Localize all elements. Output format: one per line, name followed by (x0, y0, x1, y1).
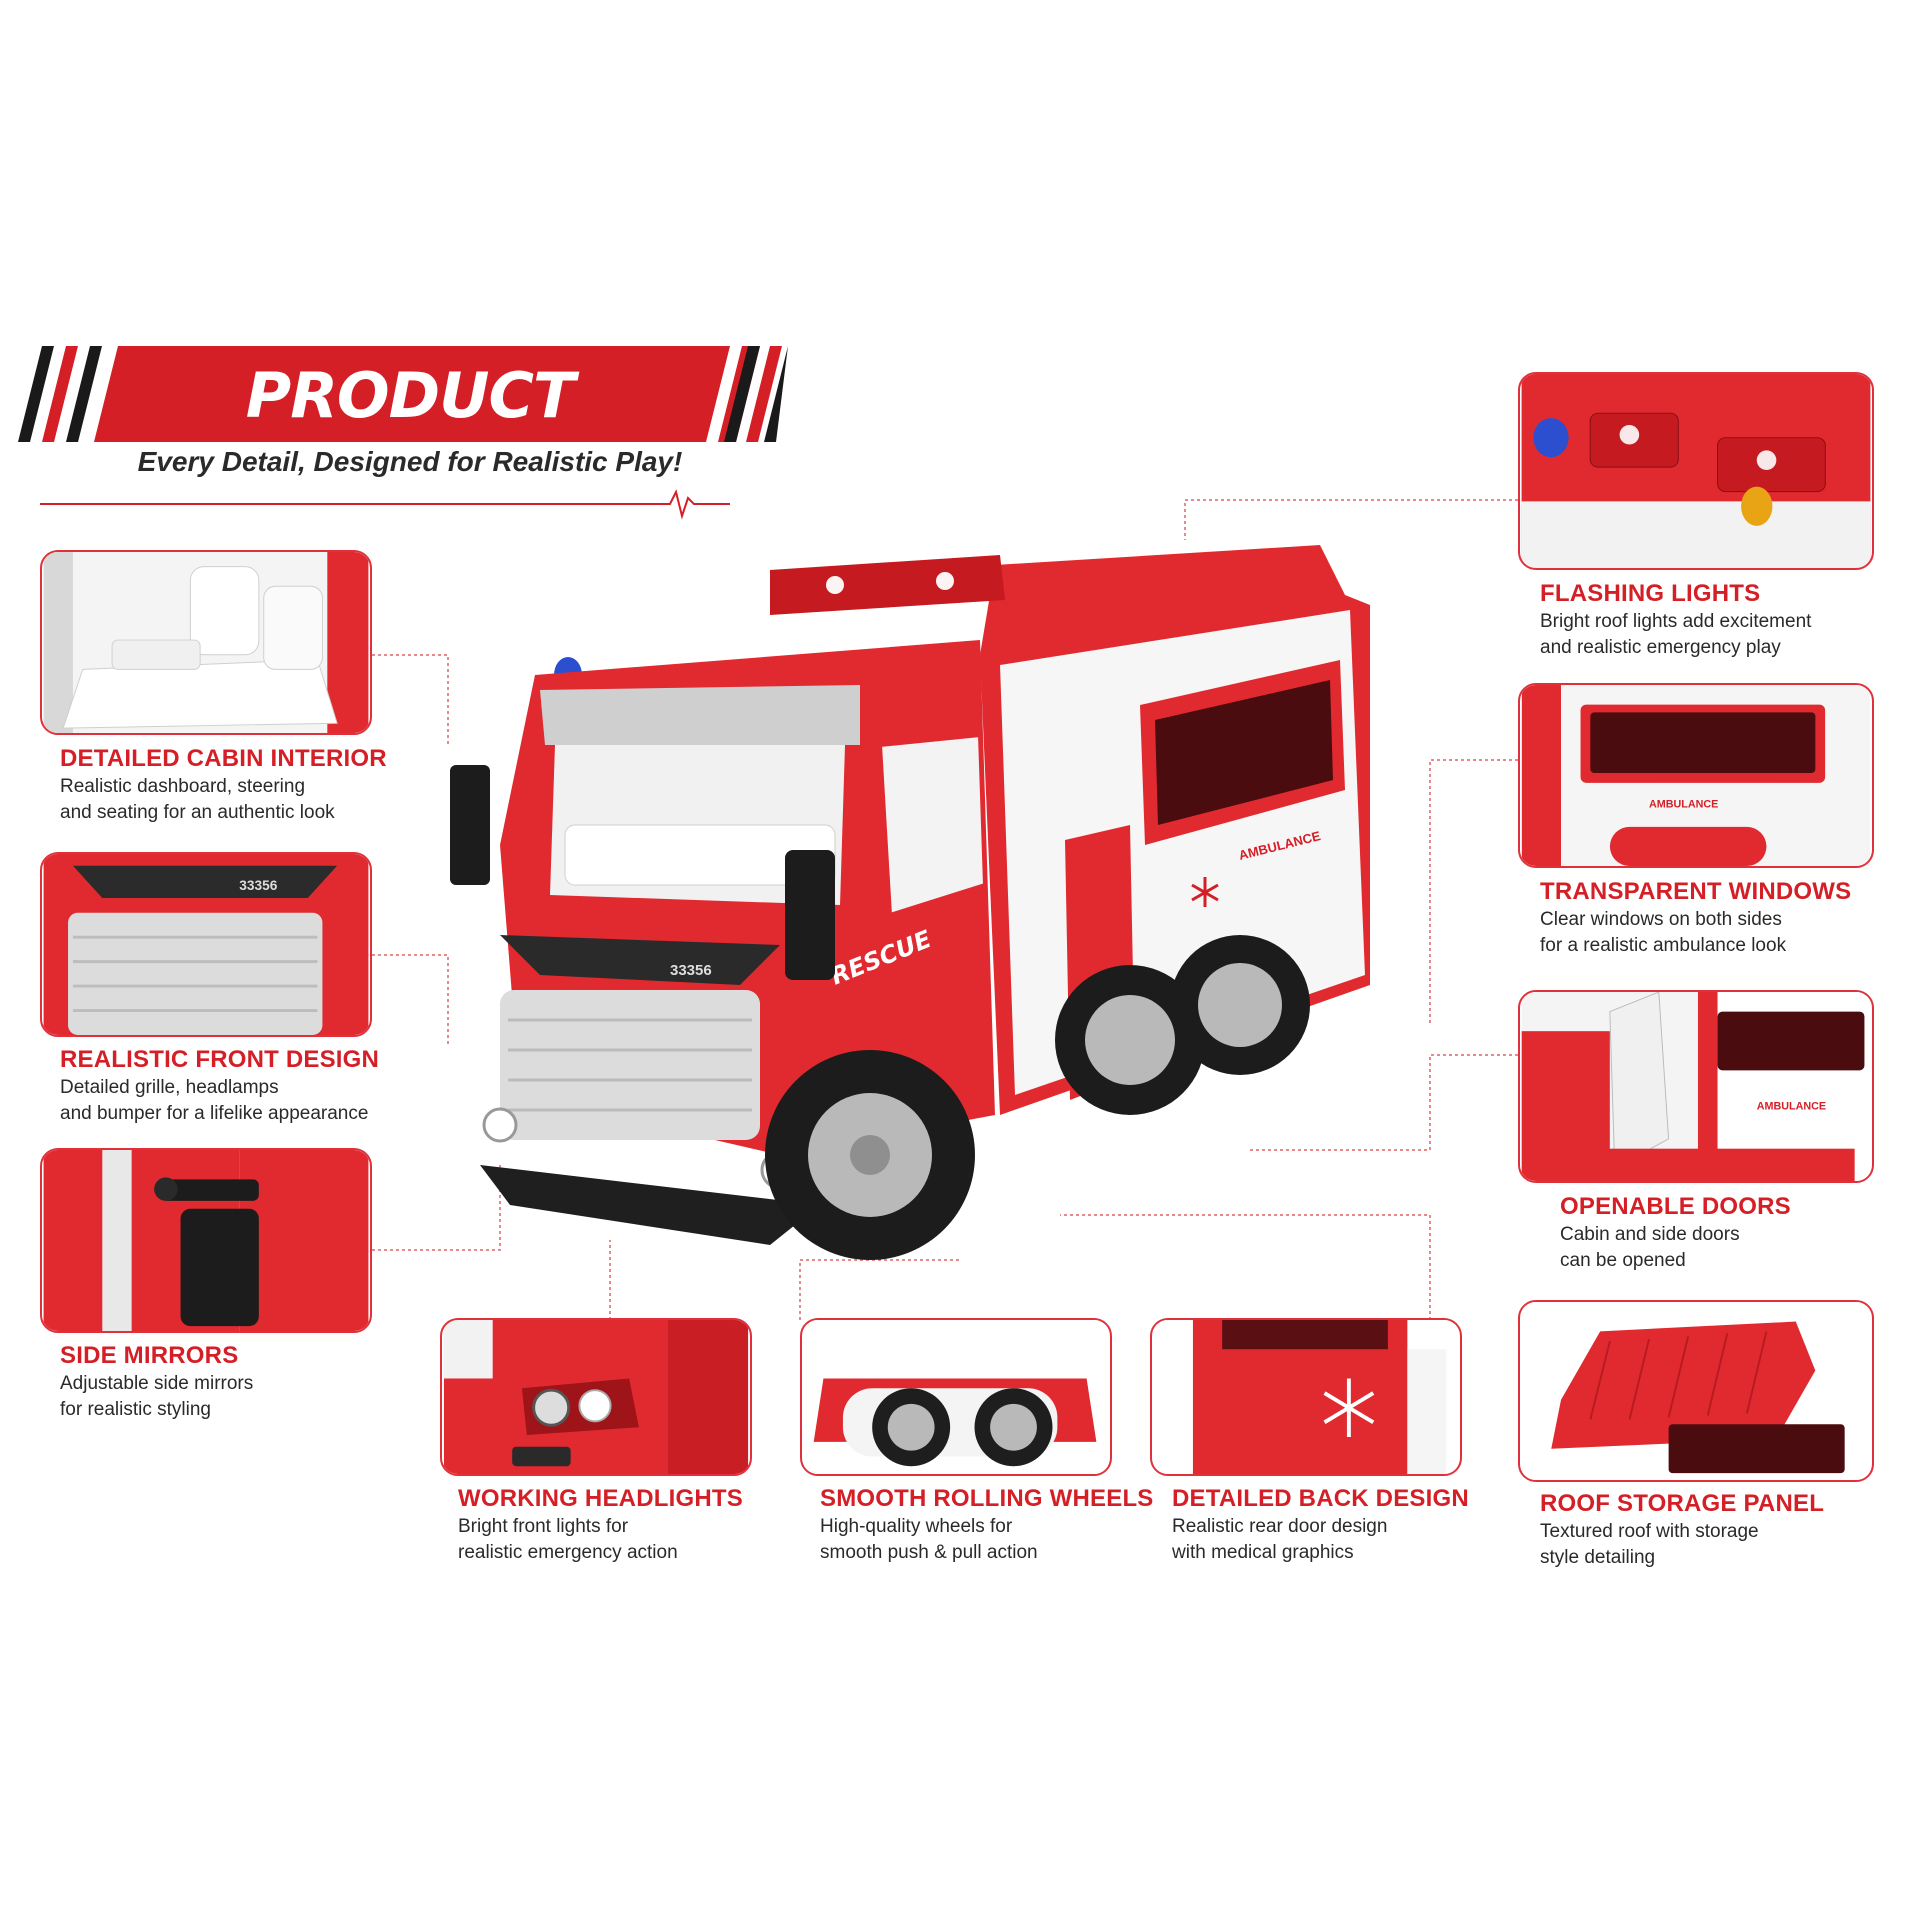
grille-badge: 33356 (670, 962, 712, 979)
feature-desc-line: smooth push & pull action (820, 1542, 1038, 1563)
thumb-cabin-interior (40, 550, 372, 735)
feature-desc-headlights: Bright front lights for realistic emerge… (458, 1514, 678, 1566)
thumb-transparent-windows: AMBULANCE (1518, 683, 1874, 868)
front-grille (500, 990, 760, 1140)
headlight-icon (443, 1320, 749, 1474)
feature-title-mirrors: SIDE MIRRORS (60, 1342, 239, 1369)
feature-desc-line: Clear windows on both sides (1540, 909, 1782, 930)
roof-panel-icon (1521, 1302, 1871, 1480)
right-mirror (785, 850, 835, 980)
svg-text:AMBULANCE: AMBULANCE (1757, 1101, 1826, 1113)
feature-title-doors: OPENABLE DOORS (1560, 1193, 1791, 1220)
wheels-icon (803, 1320, 1109, 1474)
feature-desc-line: and seating for an authentic look (60, 802, 335, 823)
feature-desc-line: High-quality wheels for (820, 1516, 1013, 1537)
feature-desc-windows: Clear windows on both sides for a realis… (1540, 907, 1786, 959)
ambulance-truck-illustration: AMBULANCE 33356 RESCUE (450, 545, 1370, 1260)
feature-desc-front: Detailed grille, headlamps and bumper fo… (60, 1075, 368, 1127)
feature-desc-line: can be opened (1560, 1250, 1686, 1271)
feature-desc-mirrors: Adjustable side mirrors for realistic st… (60, 1371, 253, 1423)
rear-wheel-2 (1170, 935, 1310, 1075)
thumb-flashing-lights (1518, 372, 1874, 570)
grille-icon: 33356 (43, 854, 369, 1035)
feature-desc-line: Realistic dashboard, steering (60, 776, 306, 797)
heartbeat-line (40, 489, 730, 520)
page-title: PRODUCT DETAILING (230, 359, 591, 512)
feature-desc-line: Cabin and side doors (1560, 1224, 1740, 1245)
star-of-life-icon (1323, 1378, 1375, 1437)
page-subtitle: Every Detail, Designed for Realistic Pla… (137, 446, 683, 477)
feature-desc-line: and bumper for a lifelike appearance (60, 1103, 369, 1124)
thumb-back-design (1150, 1318, 1462, 1476)
feature-desc-line: Detailed grille, headlamps (60, 1077, 279, 1098)
open-door-icon: AMBULANCE (1521, 992, 1871, 1181)
feature-title-back: DETAILED BACK DESIGN (1172, 1485, 1469, 1512)
feature-desc-line: Textured roof with storage (1540, 1521, 1759, 1542)
feature-desc-line: for realistic styling (60, 1399, 211, 1420)
feature-title-windows: TRANSPARENT WINDOWS (1540, 878, 1852, 905)
back-door-icon (1153, 1320, 1459, 1474)
feature-desc-cabin: Realistic dashboard, steering and seatin… (60, 774, 335, 826)
thumb-openable-doors: AMBULANCE (1518, 990, 1874, 1183)
thumb-roof-storage (1518, 1300, 1874, 1482)
windows-icon: AMBULANCE (1521, 685, 1871, 866)
thumb-side-mirrors (40, 1148, 372, 1333)
feature-desc-line: Adjustable side mirrors (60, 1373, 254, 1394)
feature-desc-line: for a realistic ambulance look (1540, 935, 1787, 956)
feature-desc-back: Realistic rear door design with medical … (1172, 1514, 1387, 1566)
thumb-front-design: 33356 (40, 852, 372, 1037)
feature-desc-line: Bright roof lights add excitement (1540, 611, 1812, 632)
svg-text:AMBULANCE: AMBULANCE (1649, 798, 1718, 810)
feature-desc-line: with medical graphics (1172, 1542, 1354, 1563)
left-headlight (482, 1107, 518, 1143)
side-window (1155, 680, 1333, 825)
side-mirror-icon (43, 1150, 369, 1331)
feature-desc-doors: Cabin and side doors can be opened (1560, 1222, 1740, 1274)
feature-desc-line: Bright front lights for (458, 1516, 629, 1537)
title-banner (18, 346, 788, 442)
feature-title-roof: ROOF STORAGE PANEL (1540, 1490, 1825, 1517)
roof-light-bar (770, 555, 1005, 615)
thumb-working-headlights (440, 1318, 752, 1476)
feature-desc-line: Realistic rear door design (1172, 1516, 1388, 1537)
feature-title-cabin: DETAILED CABIN INTERIOR (60, 745, 387, 772)
feature-desc-flashing: Bright roof lights add excitement and re… (1540, 609, 1811, 661)
feature-title-headlights: WORKING HEADLIGHTS (458, 1485, 743, 1512)
front-wheel (765, 1050, 975, 1260)
feature-desc-line: and realistic emergency play (1540, 637, 1781, 658)
feature-desc-line: realistic emergency action (458, 1542, 678, 1563)
thumb-rolling-wheels (800, 1318, 1112, 1476)
left-mirror (450, 765, 490, 885)
feature-title-wheels: SMOOTH ROLLING WHEELS (820, 1485, 1154, 1512)
star-of-life-icon (1191, 877, 1219, 907)
roof-lights-icon (1521, 374, 1871, 568)
feature-title-front: REALISTIC FRONT DESIGN (60, 1046, 380, 1073)
cabin-seats-icon (43, 552, 369, 733)
feature-title-flashing: FLASHING LIGHTS (1540, 580, 1761, 607)
sun-visor (540, 685, 860, 745)
feature-desc-line: style detailing (1540, 1547, 1656, 1568)
feature-desc-wheels: High-quality wheels for smooth push & pu… (820, 1514, 1038, 1566)
feature-desc-roof: Textured roof with storage style detaili… (1540, 1519, 1759, 1571)
rear-wheel-1 (1055, 965, 1205, 1115)
svg-text:33356: 33356 (239, 878, 277, 893)
